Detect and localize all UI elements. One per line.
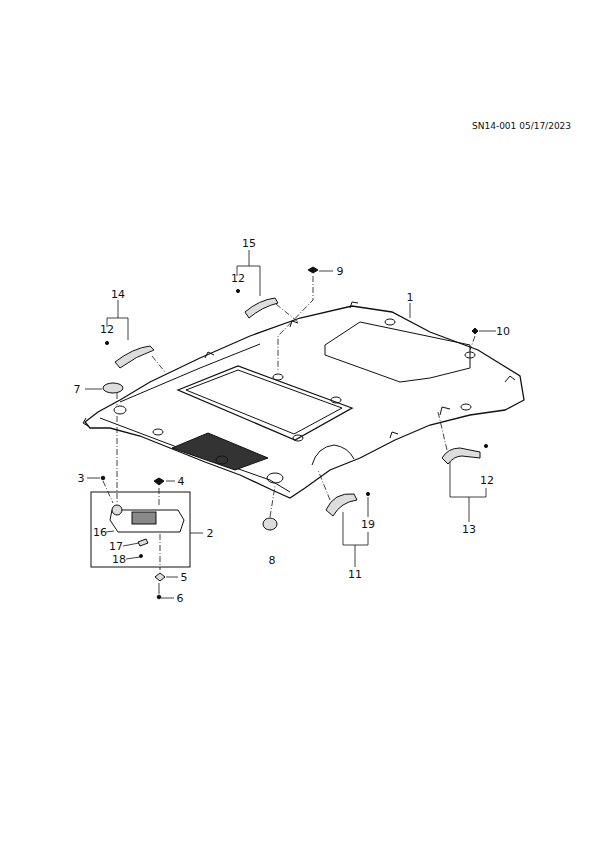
callout-number: 6 — [177, 593, 184, 604]
callout-number: 5 — [181, 572, 188, 583]
callout-number: 19 — [361, 519, 375, 530]
callout-number: 7 — [74, 384, 81, 395]
callout-number: 16 — [93, 527, 107, 538]
callout-number: 4 — [178, 476, 185, 487]
callout-number: 3 — [78, 473, 85, 484]
callout-number: 10 — [496, 326, 510, 337]
callout-number: 14 — [111, 289, 125, 300]
callout-number: 9 — [337, 266, 344, 277]
callout-number: 18 — [112, 554, 126, 565]
callout-number: 15 — [242, 238, 256, 249]
callout-number: 11 — [348, 569, 362, 580]
callout-number: 13 — [462, 524, 476, 535]
callout-number: 12 — [100, 324, 114, 335]
callout-number: 2 — [207, 528, 214, 539]
callout-number: 17 — [109, 541, 123, 552]
callout-number: 8 — [269, 555, 276, 566]
callout-number: 12 — [480, 475, 494, 486]
drawing-id: SN14-001 05/17/2023 — [472, 122, 571, 131]
callout-number: 12 — [231, 273, 245, 284]
callout-number: 1 — [407, 292, 414, 303]
